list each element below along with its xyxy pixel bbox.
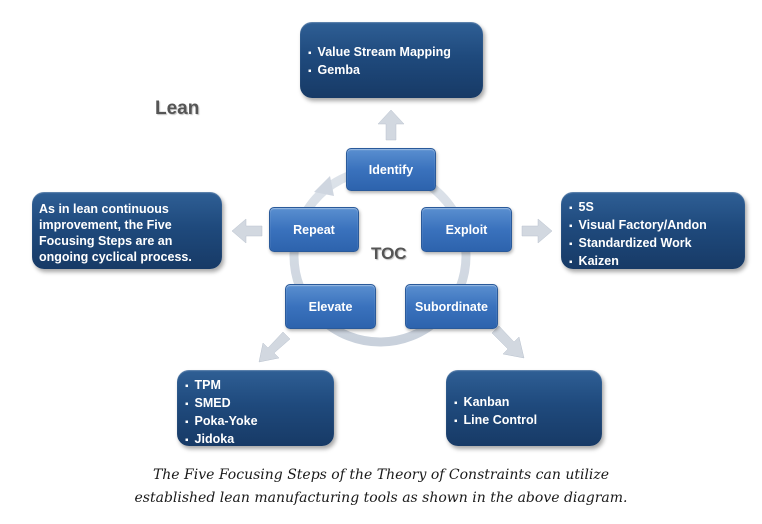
step-identify-label: Identify: [368, 162, 414, 177]
list-item: 5S: [569, 199, 745, 217]
cycle-arrowhead: [314, 176, 334, 196]
arrow-downleft-elevate: [258, 331, 291, 363]
list-item: Line Control: [454, 412, 602, 430]
repeat-text-box: As in lean continuous improvement, the F…: [32, 192, 222, 269]
step-exploit-label: Exploit: [445, 222, 488, 237]
step-elevate-label: Elevate: [308, 299, 353, 314]
identify-tools-box: Value Stream Mapping Gemba: [300, 22, 483, 98]
list-item: Jidoka: [185, 431, 334, 449]
arrow-up-identify: [377, 109, 405, 141]
arrow-downright-subordinate: [491, 325, 525, 359]
step-repeat: Repeat: [269, 207, 359, 252]
step-subordinate: Subordinate: [405, 284, 498, 329]
subordinate-tools-box: Kanban Line Control: [446, 370, 602, 446]
list-item: Visual Factory/Andon: [569, 217, 745, 235]
toc-label: TOC: [371, 244, 407, 263]
repeat-text-line: Focusing Steps are an: [39, 234, 173, 248]
caption-line-2: established lean manufacturing tools as …: [134, 490, 628, 506]
list-item: Kanban: [454, 394, 602, 412]
arrow-right-exploit: [521, 218, 553, 244]
step-elevate: Elevate: [285, 284, 376, 329]
step-exploit: Exploit: [421, 207, 512, 252]
list-item: Standardized Work: [569, 235, 745, 253]
list-item: TPM: [185, 377, 334, 395]
list-item: SMED: [185, 395, 334, 413]
exploit-tools-list: 5S Visual Factory/Andon Standardized Wor…: [569, 199, 745, 271]
list-item: Value Stream Mapping: [308, 44, 483, 62]
caption-line-1: The Five Focusing Steps of the Theory of…: [152, 467, 610, 483]
arrow-left-repeat: [231, 218, 263, 244]
list-item: Poka-Yoke: [185, 413, 334, 431]
elevate-tools-list: TPM SMED Poka-Yoke Jidoka: [185, 377, 334, 449]
repeat-text-line: improvement, the Five: [39, 218, 172, 232]
list-item: Gemba: [308, 62, 483, 80]
step-identify: Identify: [346, 148, 436, 191]
step-subordinate-label: Subordinate: [415, 299, 488, 314]
repeat-text-line: As in lean continuous: [39, 202, 169, 216]
step-repeat-label: Repeat: [293, 222, 335, 237]
subordinate-tools-list: Kanban Line Control: [454, 394, 602, 430]
lean-label: Lean: [155, 98, 200, 119]
list-item: Kaizen: [569, 253, 745, 271]
repeat-text-line: ongoing cyclical process.: [39, 250, 192, 264]
elevate-tools-box: TPM SMED Poka-Yoke Jidoka: [177, 370, 334, 446]
identify-tools-list: Value Stream Mapping Gemba: [308, 44, 483, 80]
exploit-tools-box: 5S Visual Factory/Andon Standardized Wor…: [561, 192, 745, 269]
